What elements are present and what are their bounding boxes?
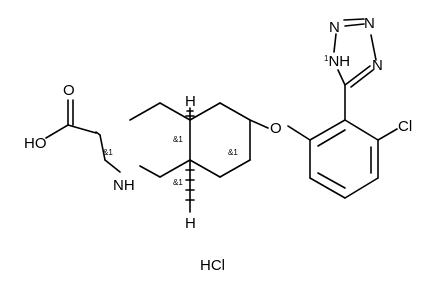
tetrazole-nh-text: NH <box>328 53 350 70</box>
ether-oxygen-label: O <box>270 120 282 137</box>
benzene-ring-bonds <box>309 119 379 199</box>
left-ring-bonds <box>99 102 191 178</box>
tetrazole-bonds <box>333 18 377 121</box>
ether-bonds <box>249 119 311 141</box>
chloro-bond <box>377 128 398 141</box>
tetrazole-nh-superscript: 1 <box>324 54 329 63</box>
ring-fusion-h-top: H <box>185 93 196 110</box>
tetrazole-n-label-3: N <box>372 57 383 74</box>
carbonyl-oxygen-label: O <box>63 82 75 99</box>
carboxylic-acid-bonds <box>45 99 101 139</box>
tetrazole-nh-label: 1NH <box>324 53 350 70</box>
stereo-label-c8a: &1 <box>173 178 183 187</box>
tetrazole-n-label-1: N <box>329 19 340 36</box>
amine-nh-label: NH <box>113 177 135 194</box>
tetrazole-n-label-2: N <box>364 15 375 32</box>
ring-fusion-h-bottom: H <box>185 215 196 232</box>
stereo-label-c4a: &1 <box>173 135 183 144</box>
stereo-label-c6: &1 <box>228 148 238 157</box>
hydroxyl-label: HO <box>24 135 47 152</box>
salt-label: HCl <box>200 257 225 274</box>
right-ring-bonds <box>189 102 251 178</box>
ring-fusion-h-bonds <box>185 107 195 213</box>
chlorine-label: Cl <box>398 118 412 135</box>
stereo-label-c3: &1 <box>103 148 113 157</box>
